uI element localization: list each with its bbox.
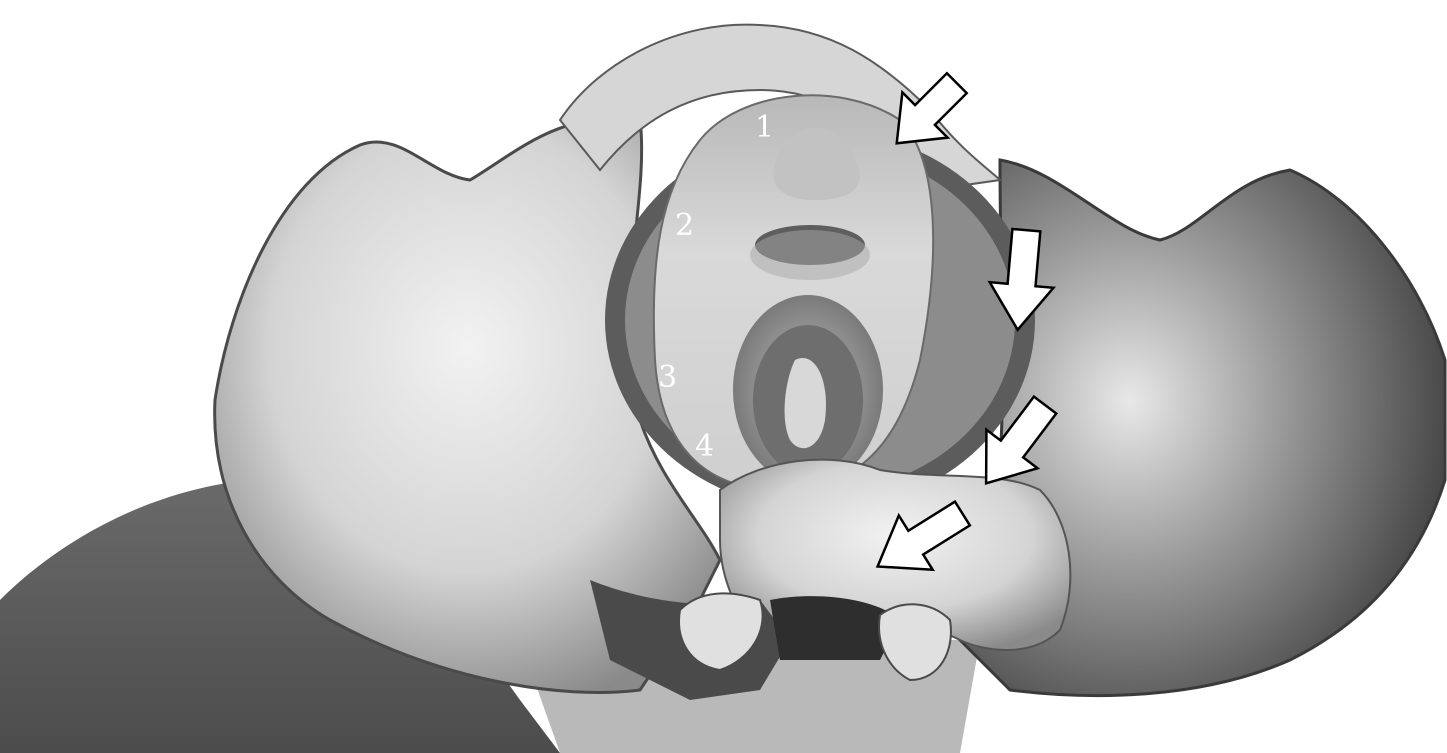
ring-upper-shade	[750, 230, 870, 280]
label-4: 4	[695, 429, 714, 464]
label-2: 2	[675, 208, 694, 243]
label-3: 3	[658, 360, 677, 395]
label-1: 1	[755, 110, 774, 145]
